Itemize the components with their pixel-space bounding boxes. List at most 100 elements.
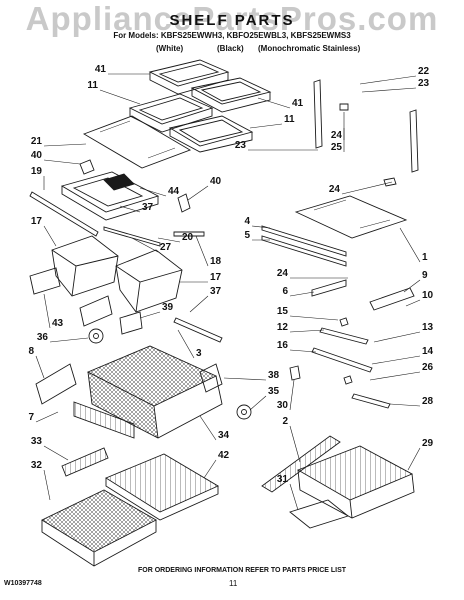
callout-leader [49,337,89,343]
callout-number: 9 [422,270,428,281]
shelf-trim-front [261,225,347,257]
callout-number: 26 [422,362,434,373]
callout-18: 18 [195,235,222,267]
callout-39: 39 [139,302,174,319]
callout-leader [399,227,421,263]
callout-number: 22 [418,66,430,77]
callout-number: 37 [142,202,154,213]
callout-40: 40 [31,150,81,165]
callout-32: 32 [31,460,51,501]
callout-leader [35,355,45,379]
callout-leader [99,89,141,105]
callout-22: 22 [359,66,430,85]
callout-number: 44 [168,186,180,197]
callout-13: 13 [373,322,434,343]
callout-number: 25 [331,142,343,153]
callout-number: 7 [28,412,34,423]
finish-black: (Black) [217,44,244,53]
callout-35: 35 [249,386,280,411]
callout-5: 5 [244,230,270,241]
document-number: W10397748 [4,580,42,587]
deli-drawer-cover [289,499,349,529]
callout-number: 2 [282,416,288,427]
callout-31: 31 [277,474,299,511]
callout-number: 5 [244,230,250,241]
callout-number: 24 [331,130,343,141]
callout-number: 11 [87,80,98,91]
callout-34: 34 [199,415,230,441]
callout-number: 10 [422,290,434,301]
callout-leader [249,395,267,411]
callout-number: 37 [210,286,222,297]
callout-number: 31 [277,474,289,485]
callout-20: 20 [157,232,194,243]
callout-16: 16 [277,340,317,353]
drawer-handle-left [29,267,61,295]
basket-roller-left [88,328,104,344]
handle-bar [261,435,341,493]
callout-leader [371,355,421,365]
finish-white: (White) [156,44,184,53]
shelf-frame-mid-left [128,93,214,133]
shelf-track-right [409,109,419,173]
callout-21: 21 [31,136,87,147]
callout-leader [43,469,51,501]
page-title: SHELF PARTS [169,12,295,29]
callout-number: 13 [422,322,434,333]
callout-number: 21 [31,136,43,147]
basket-roller-right [236,404,252,420]
callout-number: 17 [210,272,222,283]
crisper-bracket [177,193,191,213]
callout-number: 19 [31,166,43,177]
callout-33: 33 [31,436,69,461]
callout-37: 37 [189,286,222,313]
callout-number: 43 [52,318,64,329]
shelf-trim-rear [261,235,347,267]
callout-28: 28 [389,396,434,407]
callout-leader [341,181,393,195]
callout-leader [403,279,421,293]
callout-29: 29 [407,438,434,471]
ordering-note: FOR ORDERING INFORMATION REFER TO PARTS … [138,567,347,574]
callout-37: 37 [119,202,154,213]
callout-number: 15 [277,306,289,317]
callout-23: 23 [235,140,318,151]
shelf-frame-upper-right [190,77,272,113]
callout-number: 36 [37,332,49,343]
callout-number: 27 [160,242,172,253]
callout-8: 8 [28,346,45,379]
shelf-frame-mid-right [168,115,254,153]
callout-leader [289,349,317,353]
rail-right [199,363,223,393]
glass-shelf [294,195,408,239]
basket-shelf [105,453,219,521]
callout-number: 33 [31,436,43,447]
page-number: 11 [229,579,238,588]
callout-38: 38 [223,370,280,381]
callout-23: 23 [361,78,430,93]
basket-divider [73,401,135,439]
callout-41: 41 [257,97,304,109]
callout-number: 23 [235,140,247,151]
callout-leader [289,379,295,411]
callout-14: 14 [371,346,434,365]
callout-leader [43,445,69,461]
callout-number: 23 [418,78,430,89]
callout-leader [119,205,141,213]
shelf-frame-upper-left [148,59,230,95]
callout-number: 16 [277,340,289,351]
callout-10: 10 [405,290,434,307]
callout-number: 38 [268,370,280,381]
callout-1: 1 [399,227,428,263]
callout-number: 28 [422,396,434,407]
callout-leader [289,315,339,321]
callout-27: 27 [131,237,172,253]
callout-number: 35 [268,386,280,397]
freezer-basket [86,345,223,439]
callout-leader [43,225,57,247]
callout-number: 11 [284,114,295,125]
callout-number: 1 [422,252,428,263]
crisper-cover-frame [60,159,160,221]
